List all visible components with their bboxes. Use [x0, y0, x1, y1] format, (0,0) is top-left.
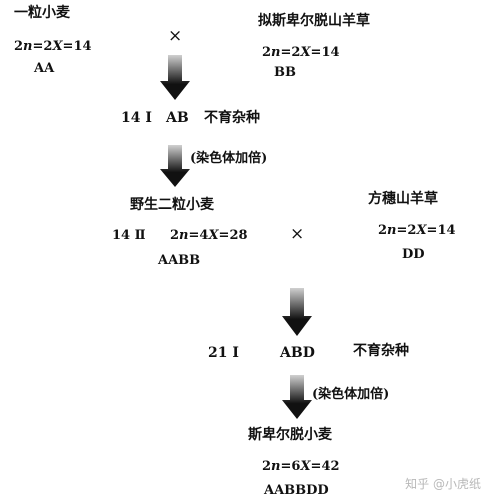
aegilops-squarrosa-formula: 2n=2X=14: [378, 223, 456, 238]
aegilops-speltoides-genome: BB: [274, 65, 296, 80]
arrow-down-4: [282, 375, 312, 419]
aegilops-speltoides-name: 拟斯卑尔脱山羊草: [258, 13, 370, 29]
hybrid1-genome: AB: [166, 110, 189, 126]
spelt-name: 斯卑尔脱小麦: [248, 427, 332, 443]
wild-emmer-chromosomes: 14 Ⅱ: [112, 228, 146, 243]
wild-emmer-name: 野生二粒小麦: [130, 197, 214, 213]
watermark-text: 知乎 @小虎纸: [405, 477, 481, 491]
aegilops-squarrosa-genome: DD: [402, 247, 425, 262]
arrow-down-2: [160, 145, 190, 187]
doubling-label-2: (染色体加倍): [312, 387, 390, 402]
wild-emmer-genome: AABB: [158, 253, 201, 268]
hybrid2-label: 不育杂种: [353, 343, 409, 359]
hybrid1-chromosomes: 14 Ⅰ: [121, 110, 152, 126]
watermark: 知乎 @小虎纸: [405, 475, 481, 492]
cross-symbol-1: ×: [168, 26, 183, 46]
hybrid2-chromosomes: 21 Ⅰ: [208, 345, 239, 361]
spelt-formula: 2n=6X=42: [262, 459, 340, 474]
doubling-label-1: (染色体加倍): [190, 151, 268, 166]
einkorn-name: 一粒小麦: [14, 5, 70, 21]
arrow-down-1: [160, 55, 190, 100]
einkorn-formula: 2n=2X=14: [14, 39, 92, 54]
aegilops-speltoides-formula: 2n=2X=14: [262, 45, 340, 60]
hybrid2-genome: ABD: [280, 345, 315, 361]
arrow-down-3: [282, 288, 312, 336]
cross-symbol-2: ×: [290, 224, 305, 244]
einkorn-genome: AA: [34, 61, 55, 76]
wild-emmer-formula: 2n=4X=28: [170, 228, 248, 243]
spelt-genome: AABBDD: [264, 483, 329, 498]
aegilops-squarrosa-name: 方穗山羊草: [368, 191, 438, 207]
hybrid1-label: 不育杂种: [204, 110, 260, 126]
